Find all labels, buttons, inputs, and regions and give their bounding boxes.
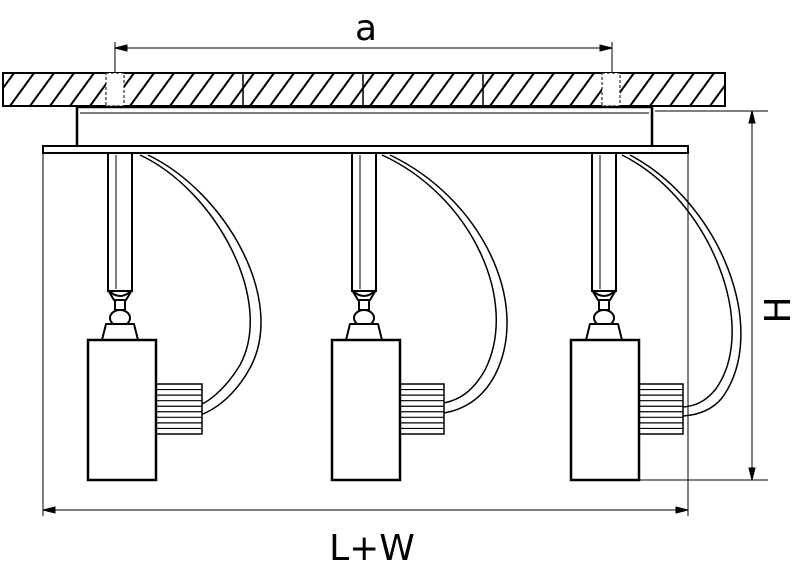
spot-head [330, 338, 402, 482]
cable-inner [381, 154, 498, 404]
cable-outer [147, 154, 262, 416]
cable-outer [629, 154, 742, 417]
spotlight-right [569, 152, 742, 482]
spot-head [86, 338, 158, 482]
dimension-lw-label: L+W [329, 528, 415, 569]
joint-neck [114, 299, 126, 311]
base-plate [42, 145, 689, 154]
dimension-h-label: H [758, 296, 799, 323]
cable-inner [621, 154, 733, 408]
cable-inner [139, 154, 251, 406]
dimension-lw [42, 153, 689, 516]
heat-sink [399, 383, 445, 435]
head-collar [584, 323, 624, 341]
head-collar [100, 323, 140, 341]
joint-neck [598, 299, 610, 311]
head-collar [344, 323, 384, 341]
ceiling [2, 72, 726, 107]
mounting-base [42, 105, 689, 154]
stem-joint [591, 289, 617, 301]
spotlights [86, 152, 742, 482]
stem-joint [107, 289, 133, 301]
heat-sink [638, 383, 684, 435]
dimension-h [636, 110, 768, 481]
dimension-h-top-arrow [748, 110, 756, 124]
stem-rod [351, 152, 377, 292]
right-screw-hole [601, 72, 621, 107]
left-screw-hole [105, 72, 125, 107]
spotlight-left [86, 152, 262, 482]
stem-rod [107, 152, 133, 292]
spotlight-center [330, 152, 508, 482]
dimension-a-label: a [355, 8, 377, 49]
dimension-lw-right-arrow [675, 506, 689, 514]
spot-head [569, 338, 641, 482]
dimension-lw-left-arrow [42, 506, 56, 514]
dimension-h-bottom-arrow [748, 467, 756, 481]
stem-rod [591, 152, 617, 292]
dimension-a-right-arrow [599, 44, 613, 52]
stem-joint [351, 289, 377, 301]
cable-outer [389, 154, 508, 414]
joint-neck [358, 299, 370, 311]
heat-sink [155, 383, 203, 435]
dimension-a-left-arrow [114, 44, 128, 52]
